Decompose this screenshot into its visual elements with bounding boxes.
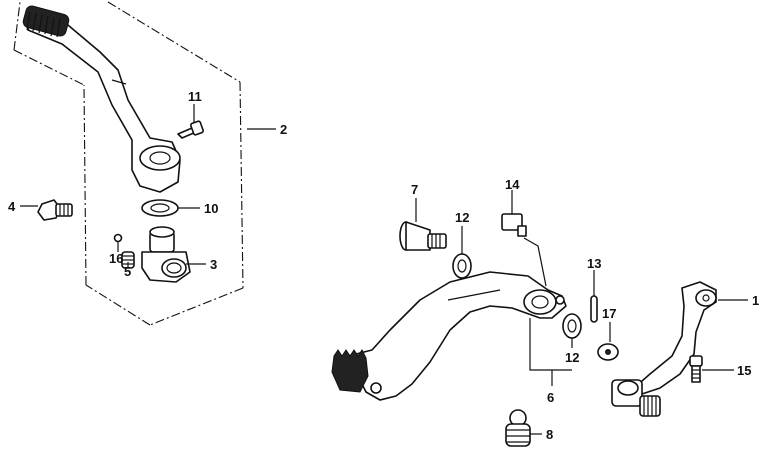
bolt-15: [689, 355, 703, 383]
brake-arm-1: [611, 281, 717, 417]
callout-17: 17: [602, 306, 616, 321]
seal-12b: [562, 313, 582, 339]
pivot-bolt-8: [399, 221, 447, 251]
ball-16: [113, 233, 123, 243]
callout-13: 13: [587, 256, 601, 271]
callout-1: 1: [752, 293, 759, 308]
washer-17: [597, 343, 619, 361]
washer-10: [141, 199, 179, 217]
leaders-left: [20, 104, 276, 268]
seal-12a: [452, 253, 472, 279]
cotter-pin-13: [590, 295, 598, 323]
callout-5: 5: [124, 264, 131, 279]
spring-7: [505, 409, 531, 447]
assembly-group-2-outline: [13, 1, 244, 326]
callout-10: 10: [204, 201, 218, 216]
brake-pedal-6: [331, 271, 567, 401]
callout-7: 8: [546, 427, 553, 442]
callout-16: 16: [109, 251, 123, 266]
kick-starter-arm: [22, 5, 181, 193]
spindle-boss-3: [141, 226, 191, 283]
callout-4: 4: [8, 199, 16, 214]
callout-12-lower: 12: [565, 350, 579, 365]
bolt-11: [177, 120, 204, 139]
callout-3: 3: [210, 257, 217, 272]
callout-15: 15: [737, 363, 751, 378]
callout-11: 11: [188, 89, 202, 104]
bolt-4: [37, 199, 73, 221]
callout-14: 14: [505, 177, 520, 192]
callout-6: 6: [547, 390, 554, 405]
callout-12-upper: 12: [455, 210, 469, 225]
leaders-right: [415, 190, 748, 435]
pin-14: [501, 213, 527, 237]
callout-8: 7: [411, 182, 418, 197]
callout-2: 2: [280, 122, 287, 137]
